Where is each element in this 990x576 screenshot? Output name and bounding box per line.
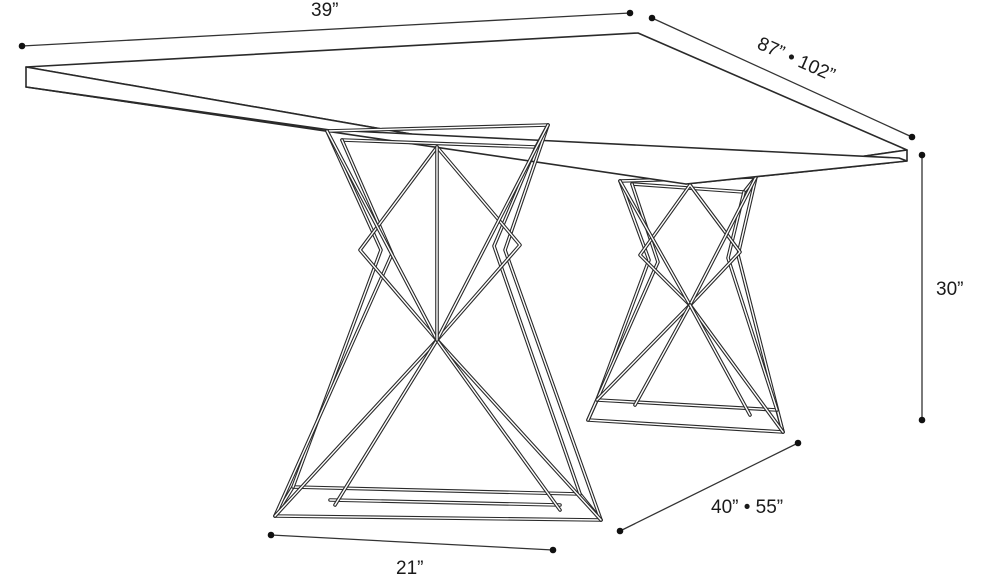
- front-base: [273, 123, 603, 522]
- base-width-label: 21”: [396, 558, 423, 576]
- table-top: [25, 32, 908, 185]
- dimension-height: [918, 151, 926, 424]
- length-label: 87” • 102”: [754, 33, 838, 86]
- base-spacing-label: 40” • 55”: [711, 497, 783, 518]
- rear-base: [586, 175, 785, 434]
- top-width-label: 39”: [311, 0, 338, 21]
- dimension-base-spacing: [616, 439, 802, 535]
- dimension-length: [648, 14, 916, 141]
- height-label: 30”: [936, 279, 963, 300]
- dimension-top-width: [18, 9, 634, 50]
- dimension-base-width: [267, 531, 557, 554]
